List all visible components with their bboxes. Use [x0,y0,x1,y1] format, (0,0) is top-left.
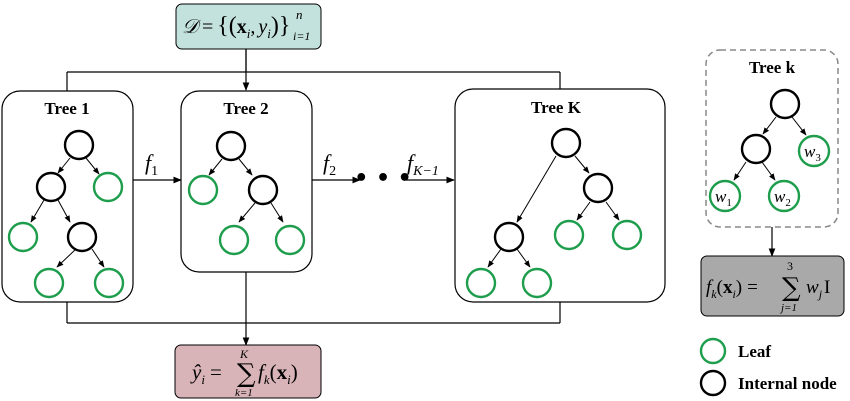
leaf-node [611,219,643,251]
formula-sum-upper: 3 [787,259,793,273]
internal-node [740,133,772,165]
dataset-lower-limit: i=1 [293,29,310,43]
output-formula-right: fk(xi) [258,360,298,387]
link-label-f2: f2 [323,150,336,179]
internal-node [66,221,98,253]
leaf-node [7,221,39,253]
leaf-label-w3: w3 [804,142,821,164]
internal-node [582,172,614,204]
tree1-title: Tree 1 [44,99,89,118]
leaf-node [218,224,250,256]
leaf-label-w1: w1 [715,187,732,209]
internal-node [63,129,95,161]
leaf-node [33,267,65,299]
leaf-node [553,219,585,251]
internal-node [35,171,67,203]
formula-sum-symbol: ∑ [782,273,801,303]
internal-node [215,130,247,162]
legend-internal-icon [699,369,727,397]
dataset-upper-limit: n [296,7,303,22]
output-box [174,344,322,399]
legend-internal-label: Internal node [738,374,837,393]
output-sum-lower: k=1 [235,387,253,399]
tree-k-detail-edges [733,116,807,181]
link-label-f1: f1 [145,150,158,179]
legend-leaf-label: Leaf [738,342,771,361]
leaf-label-w2: w2 [774,187,791,209]
internal-node [247,174,279,206]
leaf-node [465,267,497,299]
internal-node [493,221,525,253]
leaf-node [274,224,306,256]
leaf-node-w3 [797,134,831,168]
ellipsis-dots: • • • [354,166,412,191]
leaf-node [187,174,219,206]
leaf-node [521,267,553,299]
tree2-edges [208,158,284,223]
tree-k-detail-box [705,49,839,228]
tree1-nodes [7,129,125,299]
link-label-fk: fK−1 [407,150,439,179]
output-sum-symbol: ∑ [237,359,256,389]
leaf-node-w1 [708,179,742,213]
formula-sum-lower: j=1 [779,302,797,314]
output-sum-upper: K [239,347,249,361]
tree-k-detail-title: Tree k [749,58,796,77]
treeK-edges [487,155,620,268]
treeK-title: Tree K [531,98,582,117]
dataset-box [175,3,322,50]
treeK-nodes [465,127,643,299]
tree-k-detail-nodes [708,88,831,213]
leaf-node [92,171,124,203]
tree2-nodes [187,130,306,256]
internal-node [769,88,801,120]
leaf-node [93,267,125,299]
tree2-title: Tree 2 [223,99,268,118]
dataset-formula: 𝒟={(xi,yi)} [182,13,290,41]
tree1-edges [30,157,105,268]
formula-left: fk(xi)= [706,277,758,301]
formula-box [700,255,845,317]
leaf-node-w2 [767,179,801,213]
output-formula-left: ŷi= [190,360,222,387]
legend-leaf-icon [699,337,727,365]
internal-node [550,127,582,159]
